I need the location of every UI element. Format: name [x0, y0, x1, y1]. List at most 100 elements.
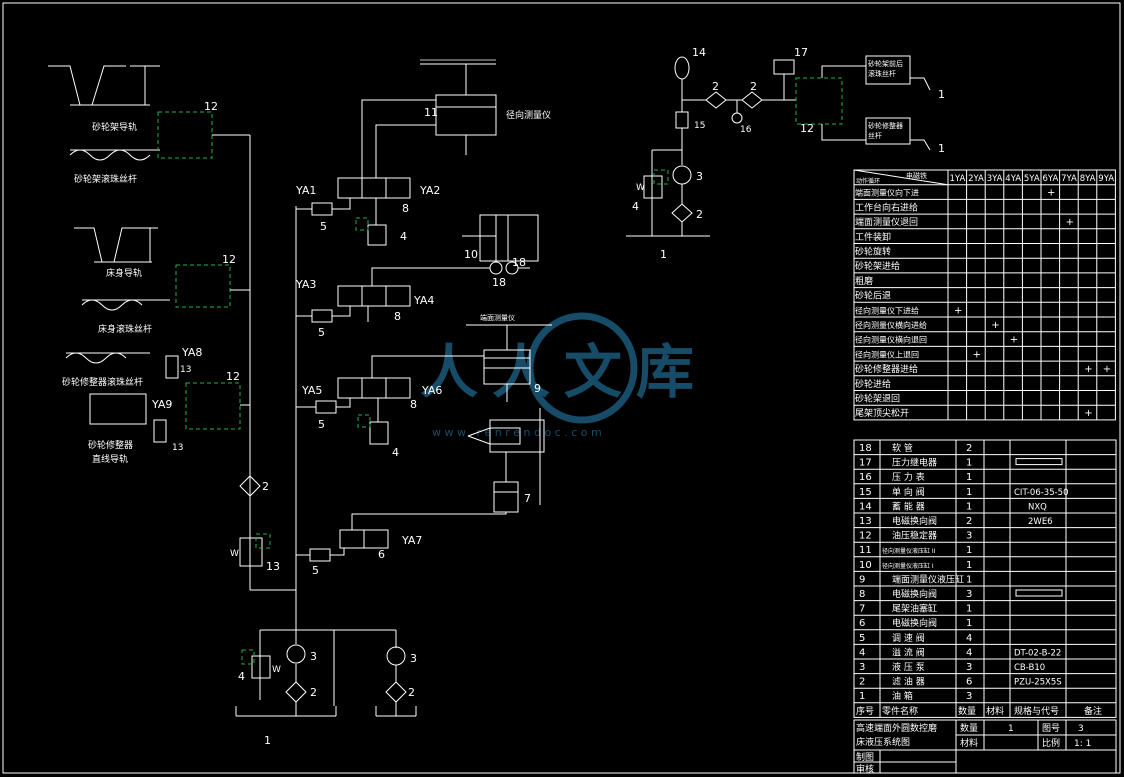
screw-box-2	[865, 117, 911, 145]
relief-valve-4-right	[643, 175, 663, 199]
table-mark: +	[1047, 188, 1055, 199]
parts-row-qty: 1	[966, 545, 972, 556]
table-row-name: 砂轮后退	[855, 290, 891, 302]
label-18-b: 18	[492, 276, 506, 289]
label-12-right: 12	[800, 122, 814, 135]
table-mark: +	[1084, 408, 1092, 419]
table-col-header: 7YA	[1061, 174, 1077, 184]
label-grinding-frame-guide: 砂轮架导轨	[92, 121, 137, 133]
tailstock-center	[467, 427, 521, 445]
parts-row-qty: 3	[966, 589, 972, 600]
parts-row-spec: DT-02-B-22	[1014, 648, 1061, 658]
label-2-bottom-right: 2	[408, 686, 415, 699]
radial-gauge-cylinder-10	[479, 214, 539, 262]
table-row-name: 粗磨	[855, 275, 873, 287]
parts-row-name: 油压稳定器	[892, 530, 937, 542]
parts-row-name: 电磁换向阀	[892, 617, 937, 629]
parts-row-name: 调 速 阀	[892, 633, 925, 644]
parts-row-qty: 6	[966, 677, 972, 688]
label-1-bottom-left: 1	[264, 734, 271, 747]
label-dresser-guide-2: 直线导轨	[92, 453, 128, 465]
table-row-name: 径向测量仪下进给	[855, 305, 919, 315]
parts-row-name: 液 压 泵	[892, 661, 925, 673]
stabilizer-12-bottom	[185, 382, 241, 430]
dir-valve-8-top	[337, 177, 411, 199]
table-row-name: 径向测量仪横向退回	[855, 335, 927, 345]
label-8-top: 8	[402, 202, 409, 215]
parts-header-spec: 规格与代号	[1014, 705, 1059, 717]
table-row-name: 径向测量仪上退回	[855, 349, 919, 359]
label-ya1: YA1	[295, 184, 316, 197]
parts-row-name: 压 力 表	[892, 471, 925, 483]
parts-row-no: 12	[859, 531, 872, 542]
title-line-1: 高速端面外圆数控磨	[856, 722, 937, 734]
label-6: 6	[378, 548, 385, 561]
parts-row-qty: 1	[966, 618, 972, 629]
label-5-bottom: 5	[312, 564, 319, 577]
parts-row-qty: 3	[966, 691, 972, 702]
label-dresser-guide-1: 砂轮修整器	[88, 439, 133, 451]
parts-row-no: 5	[859, 633, 865, 644]
parts-row-no: 16	[859, 472, 872, 483]
title-drawing-no-value: 3	[1078, 724, 1084, 734]
label-4-top: 4	[400, 230, 407, 243]
parts-row-no: 14	[859, 501, 872, 512]
label-bed-guide: 床身导轨	[106, 267, 142, 279]
parts-row-no: 2	[859, 677, 865, 688]
label-3-left: 3	[310, 650, 317, 663]
table-col-header: 8YA	[1080, 174, 1096, 184]
parts-header-qty: 数量	[958, 705, 976, 717]
label-right-box1-1: 砂轮架前后	[868, 59, 903, 68]
label-13-ya9: 13	[172, 443, 183, 453]
table-mark: +	[1084, 364, 1092, 375]
dir-valve-8-middle	[337, 285, 411, 307]
parts-row-name: 单 向 阀	[892, 486, 925, 498]
label-2-left-filter: 2	[262, 480, 269, 493]
parts-row-qty: 3	[966, 531, 972, 542]
table-col-header: 5YA	[1024, 174, 1040, 184]
table-mark: +	[1103, 364, 1111, 375]
label-16: 16	[740, 125, 752, 135]
parts-row-spec: CB-B10	[1014, 663, 1045, 673]
title-drawn-label: 制图	[856, 751, 874, 763]
label-ya5: YA5	[301, 384, 322, 397]
watermark-url: w w w . r e n r e n d o c . c o m	[432, 426, 602, 439]
parts-row-qty: 2	[966, 443, 972, 454]
label-end-face-gauge: 端面测量仪	[480, 313, 515, 322]
label-4-bottom: 4	[238, 670, 245, 683]
title-checked-label: 审核	[856, 763, 874, 775]
table-row-name: 工件装卸	[855, 231, 891, 243]
label-ya6: YA6	[421, 384, 442, 397]
table-row-name: 砂轮修整器进给	[855, 363, 918, 375]
parts-row-name: 压力继电器	[892, 457, 937, 469]
label-grinding-frame-screw: 砂轮架滚珠丝杆	[74, 173, 137, 185]
parts-row-qty: 1	[966, 604, 972, 615]
relief-valve-4-lower	[369, 421, 389, 445]
parts-row-name: 溢 流 阀	[892, 646, 925, 658]
parts-row-no: 3	[859, 662, 865, 673]
label-2-bottom-left: 2	[310, 686, 317, 699]
table-mark: +	[991, 320, 999, 331]
label-w-bottom: W	[272, 665, 281, 675]
table-row-name: 端面测量仪向下进	[855, 188, 919, 198]
table-row-name: 工作台向右进给	[855, 201, 918, 213]
parts-row-name: 端面测量仪液压缸	[892, 573, 964, 585]
parts-row-no: 13	[859, 516, 872, 527]
parts-row-no: 10	[859, 560, 872, 571]
label-18-a: 18	[512, 256, 526, 269]
label-ya3: YA3	[295, 278, 316, 291]
solenoid-valve-13-ya9	[153, 419, 167, 443]
label-12-bottom: 12	[226, 370, 240, 383]
label-w-13: W	[230, 549, 239, 559]
parts-row-name: 径向测量仪液压缸 II	[882, 547, 936, 555]
parts-row-qty: 1	[966, 472, 972, 483]
table-corner-top: 电磁铁	[906, 171, 927, 180]
label-4-right: 4	[632, 200, 639, 213]
relief-valve-4-top	[367, 224, 387, 246]
label-radial-gauge: 径向测量仪	[506, 109, 551, 121]
parts-header-material: 材料	[986, 705, 1004, 717]
label-1-right-a: 1	[938, 88, 945, 101]
parts-row-no: 1	[859, 691, 865, 702]
